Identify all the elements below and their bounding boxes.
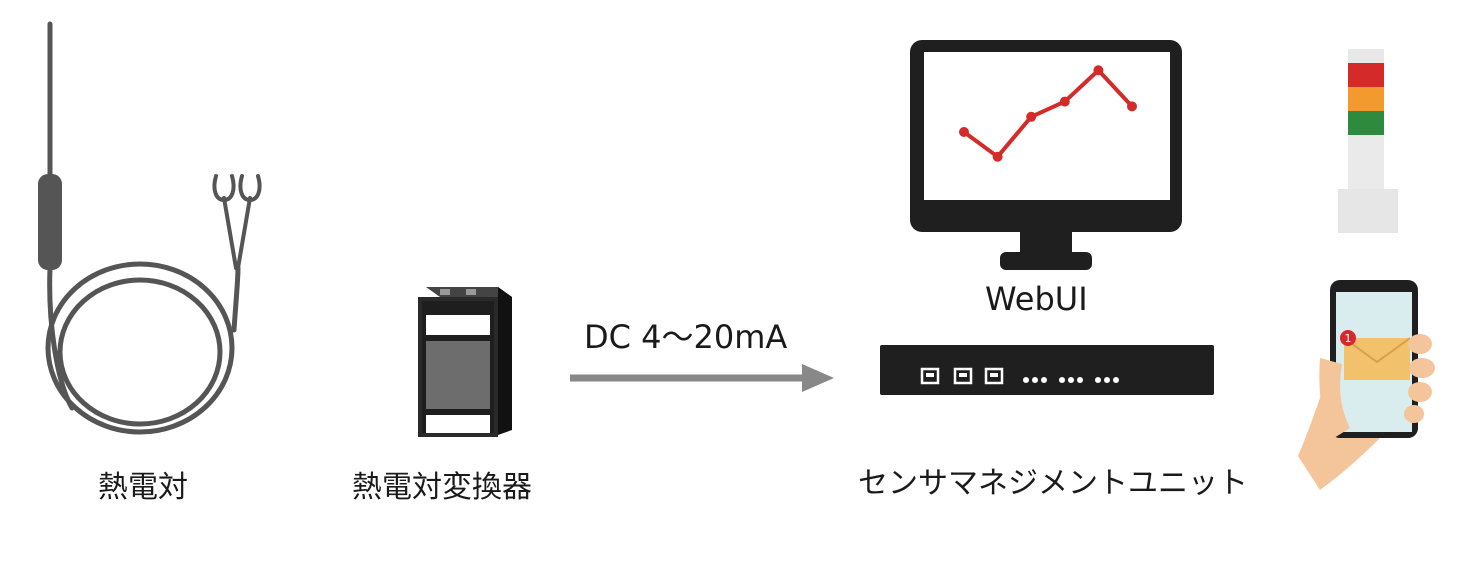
smartphone-notification-icon: 1 <box>1298 280 1435 490</box>
sensor-unit-label: センサマネジメントユニット <box>858 466 1248 501</box>
chart-point-1 <box>992 151 1003 162</box>
monitor-chart <box>959 65 1137 162</box>
webui-label: WebUI <box>985 280 1088 318</box>
thermocouple-label: 熱電対 <box>98 470 188 505</box>
converter-label: 熱電対変換器 <box>352 470 532 505</box>
thermocouple-icon <box>38 21 262 435</box>
converter-icon <box>418 287 512 437</box>
chart-point-2 <box>1026 111 1037 122</box>
chart-point-4 <box>1093 65 1104 76</box>
chart-point-0 <box>959 127 969 137</box>
stack-light-icon <box>1338 49 1398 233</box>
chart-point-5 <box>1127 101 1137 112</box>
monitor-icon <box>910 40 1182 270</box>
sensor-unit-icon <box>880 345 1214 395</box>
signal-arrow-icon <box>570 364 834 392</box>
signal-label: DC 4～20mA <box>584 318 788 356</box>
notification-badge: 1 <box>1345 332 1352 345</box>
chart-point-3 <box>1059 96 1070 107</box>
